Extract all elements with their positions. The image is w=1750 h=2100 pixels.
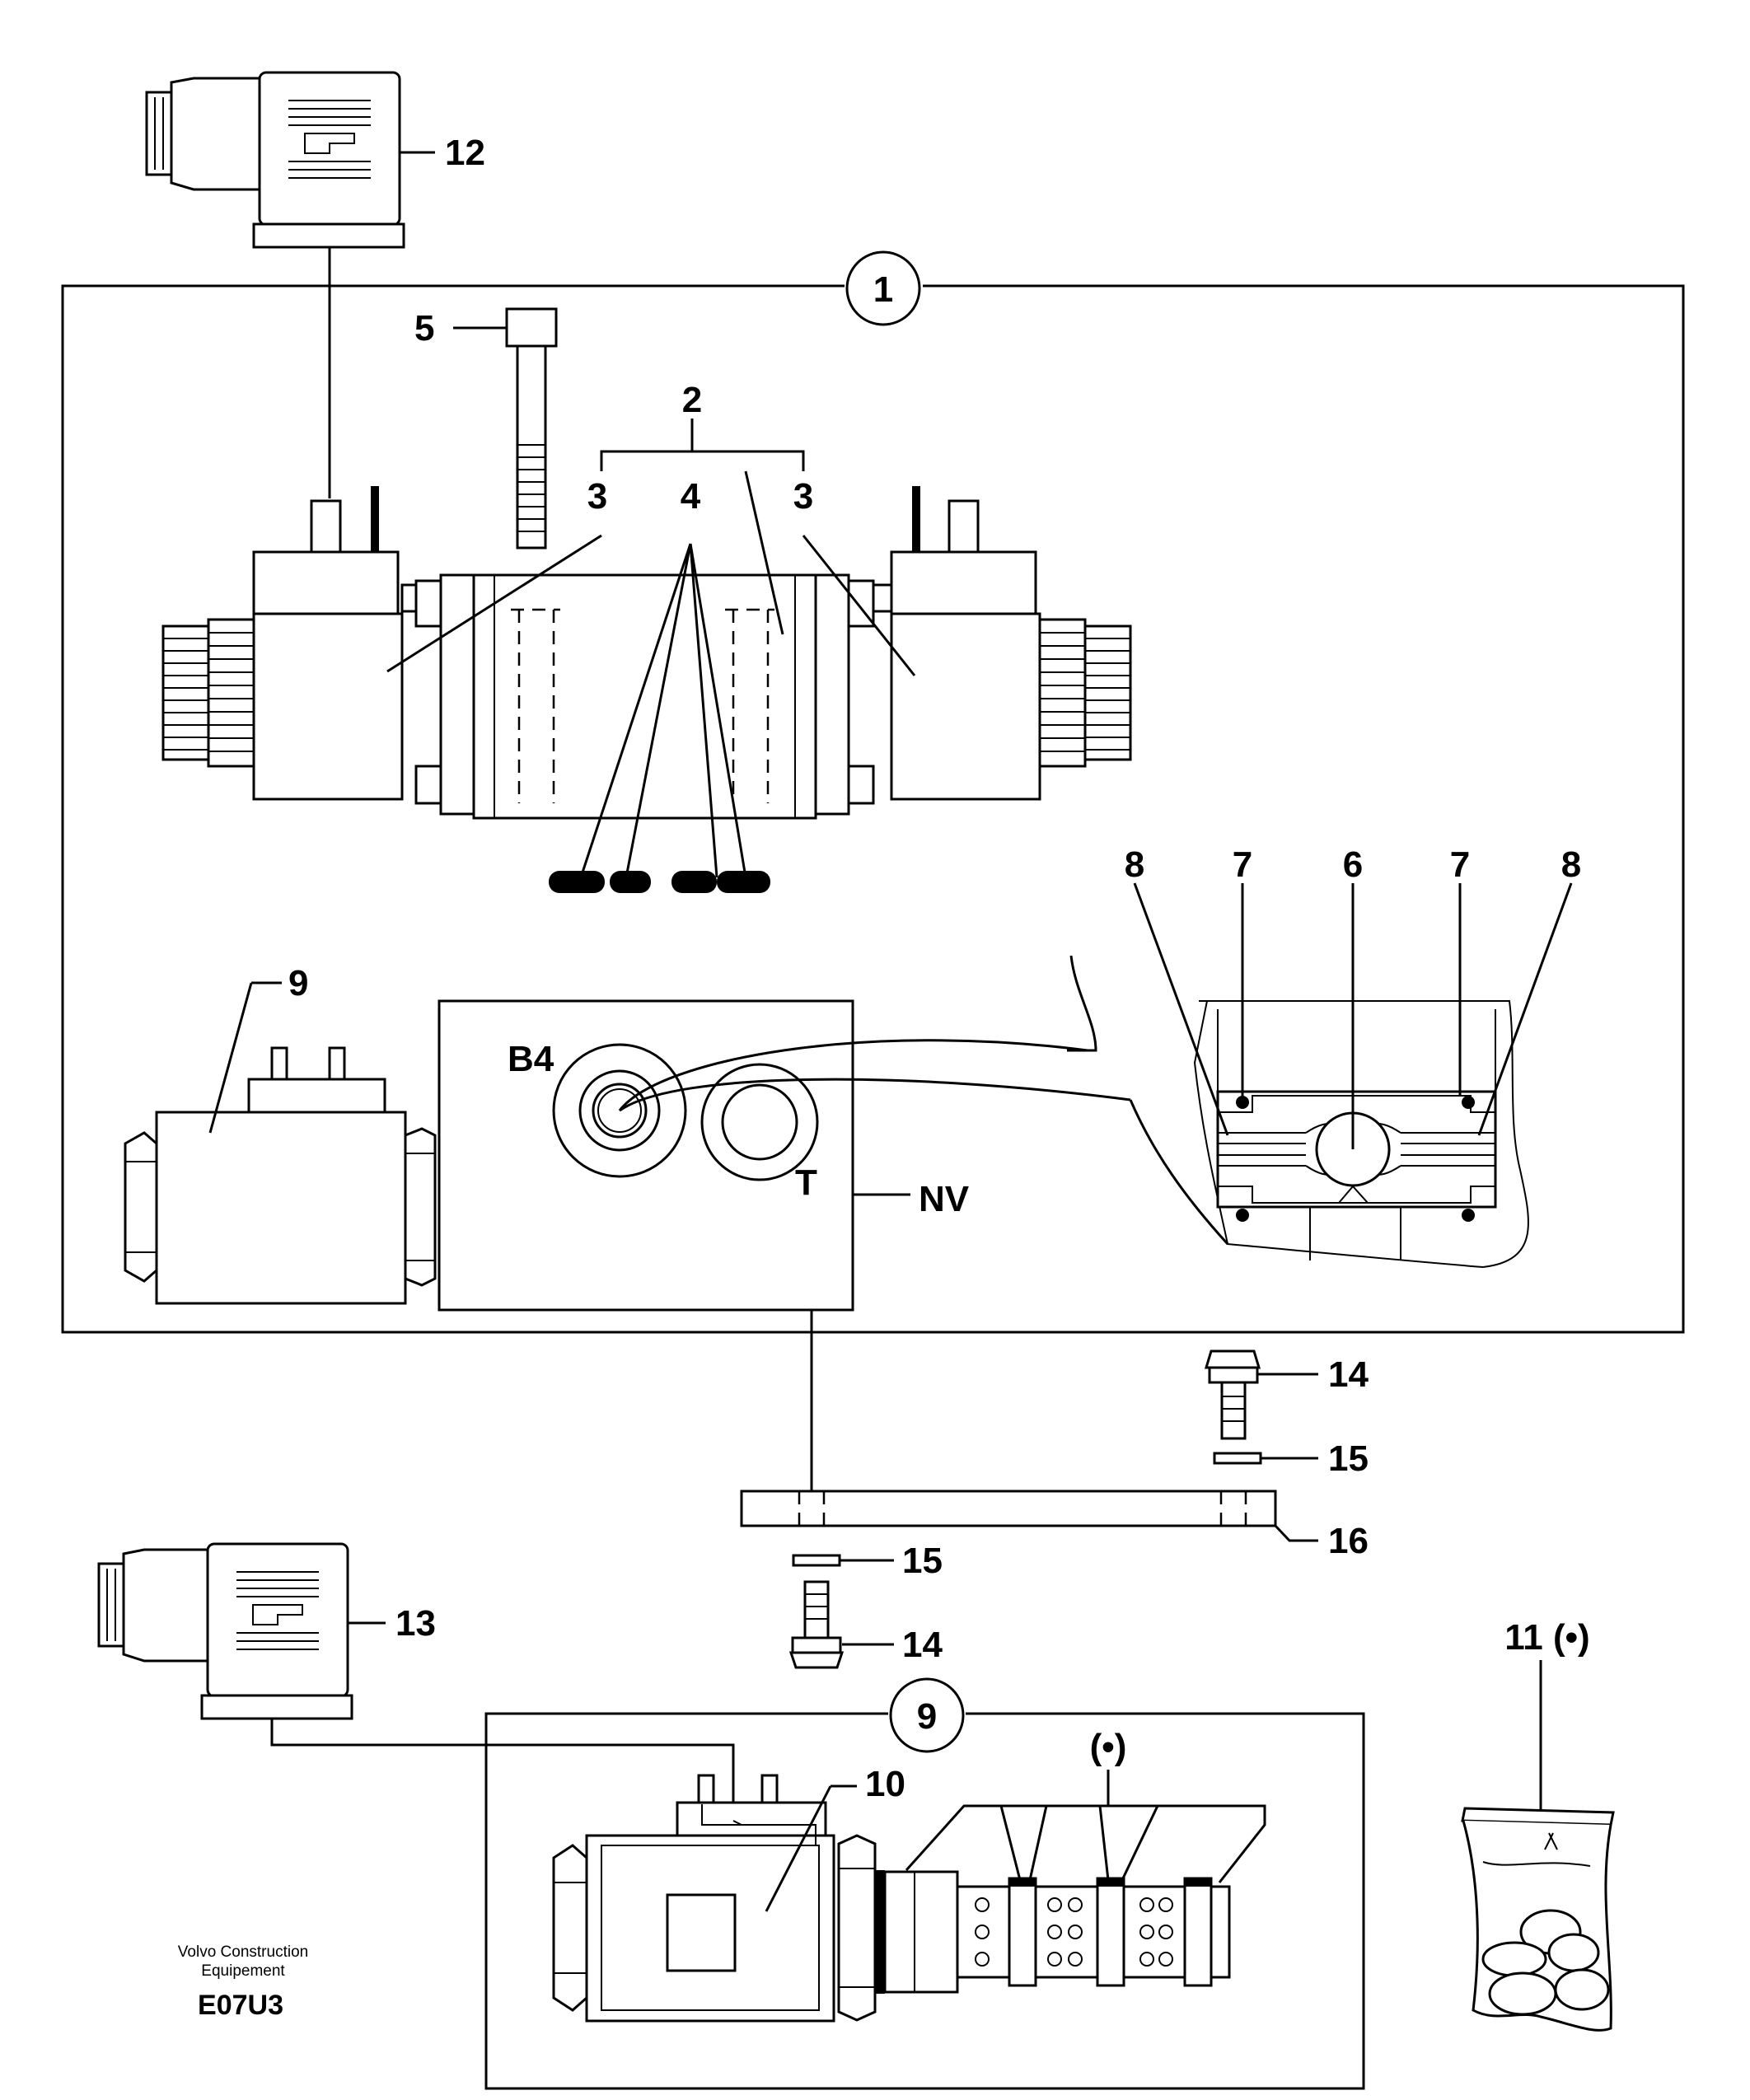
leader-16 <box>1274 1524 1318 1542</box>
label-14-lower: 14 <box>902 1625 943 1665</box>
check-valve-section <box>1067 955 1529 1268</box>
washer-15-upper <box>1213 1452 1262 1465</box>
label-4: 4 <box>681 476 701 517</box>
label-15-lower: 15 <box>902 1541 943 1581</box>
label-3-left: 3 <box>587 476 607 517</box>
manufacturer-line-2: Equipement <box>201 1962 285 1980</box>
leader-9 <box>208 982 253 1134</box>
nv-block <box>438 999 854 1312</box>
label-9-frame: 9 <box>288 963 308 1003</box>
screw-5 <box>505 307 558 550</box>
diagram-code: E07U3 <box>198 1990 283 2021</box>
label-2: 2 <box>682 380 702 420</box>
leaders-3-2-4 <box>386 470 916 878</box>
cartridge-9-detail <box>552 1774 1231 2023</box>
leaders-6-7-8 <box>1133 882 1573 1149</box>
label-14-upper: 14 <box>1328 1354 1369 1395</box>
washer-15-lower <box>792 1554 841 1567</box>
label-1: 1 <box>873 269 893 310</box>
bracket-seals <box>905 1770 1266 1883</box>
label-5: 5 <box>414 308 434 348</box>
leader-10 <box>765 1785 832 1912</box>
seal-kit-bag-11 <box>1461 1807 1615 2032</box>
cartridge-9-in-frame <box>124 1046 437 1305</box>
bracket-2 <box>600 419 805 471</box>
o-rings-4 <box>549 871 770 893</box>
label-7-right: 7 <box>1450 844 1470 885</box>
plate-16 <box>740 1490 1277 1527</box>
bolt-14-lower <box>788 1580 845 1669</box>
callout-curve-upper <box>618 1039 1088 1111</box>
bolt-14-upper <box>1204 1349 1261 1440</box>
label-9-detail: 9 <box>917 1696 937 1737</box>
port-b4-label: B4 <box>508 1039 554 1079</box>
assembly-9-frame <box>484 1712 1365 2090</box>
label-10: 10 <box>865 1764 905 1804</box>
label-12: 12 <box>445 133 485 173</box>
callout-curve-lower <box>619 1078 1131 1112</box>
label-16: 16 <box>1328 1521 1369 1561</box>
manufacturer-line-1: Volvo Construction <box>178 1943 308 1961</box>
nv-label: NV <box>919 1179 970 1219</box>
label-dot: (•) <box>1090 1727 1127 1767</box>
label-8-right: 8 <box>1561 844 1581 885</box>
port-t-label: T <box>795 1162 817 1203</box>
label-1-circle <box>845 250 921 326</box>
label-8-left: 8 <box>1125 844 1144 885</box>
label-13: 13 <box>395 1603 436 1644</box>
label-3-right: 3 <box>793 476 813 517</box>
connector-13 <box>97 1542 353 1720</box>
label-6: 6 <box>1343 844 1363 885</box>
assembly-1-frame <box>61 284 1685 1334</box>
label-11: 11 (•) <box>1504 1617 1589 1658</box>
label-15-upper: 15 <box>1328 1438 1369 1479</box>
label-9-circle <box>889 1677 965 1753</box>
connector-12 <box>145 71 405 249</box>
leader-13-coil <box>270 1719 735 1821</box>
label-7-left: 7 <box>1233 844 1252 885</box>
